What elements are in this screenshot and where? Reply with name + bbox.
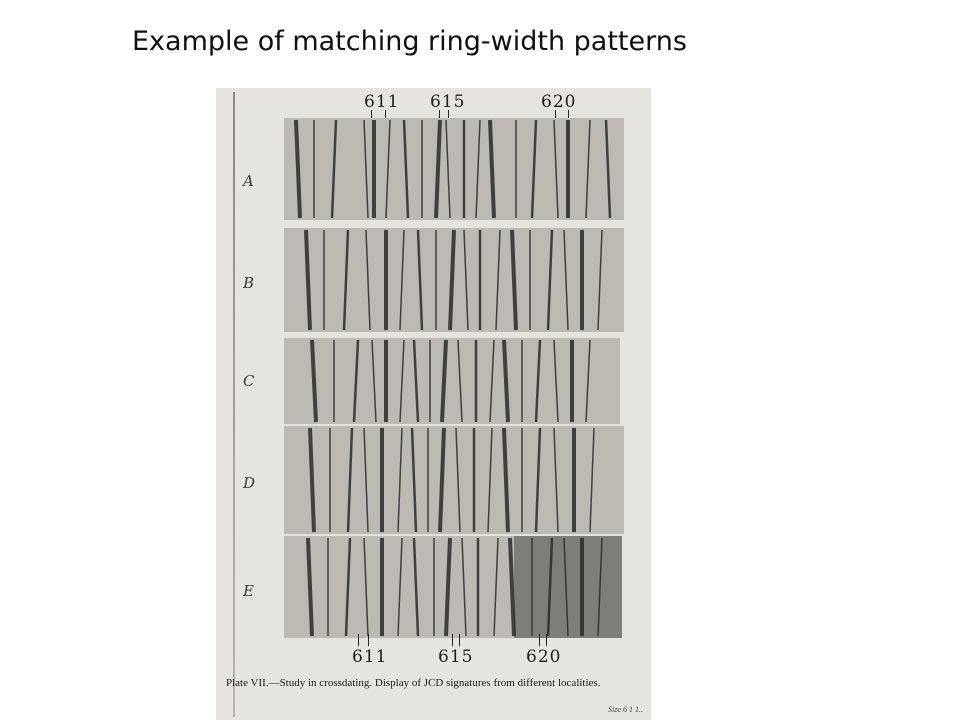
slide-title: Example of matching ring-width patterns <box>132 26 687 57</box>
top-year-620: 620 <box>541 92 577 112</box>
tree-ring-line <box>306 537 314 637</box>
bottom-tick <box>539 634 540 646</box>
bottom-tick <box>546 634 547 646</box>
top-tick <box>555 110 556 120</box>
tree-ring-line <box>448 229 456 331</box>
tree-ring-line <box>444 537 452 637</box>
tree-ring-line <box>597 229 603 331</box>
tree-ring-line <box>487 427 493 533</box>
row-label-b: B <box>243 274 255 292</box>
tree-ring-line <box>493 537 499 637</box>
tree-ring-line <box>342 229 350 331</box>
bottom-tick <box>459 634 460 646</box>
tree-ring-line <box>434 119 442 219</box>
bottom-year-615: 615 <box>438 647 474 667</box>
tree-ring-line <box>457 339 463 423</box>
tree-ring-line <box>397 537 403 637</box>
row-label-e: E <box>243 582 254 600</box>
top-tick <box>385 110 386 120</box>
tree-ring-line <box>346 427 354 533</box>
tree-ring-line <box>363 427 369 533</box>
tree-ring-line <box>502 427 510 533</box>
tree-ring-line <box>553 427 559 533</box>
bottom-tick <box>452 634 453 646</box>
tree-ring-line <box>546 229 554 331</box>
plate-edge <box>233 92 235 717</box>
tree-ring-line <box>597 537 603 637</box>
tree-ring-line <box>461 537 467 637</box>
tree-ring-line <box>508 537 516 637</box>
tree-ring-line <box>488 119 496 219</box>
tree-ring-line <box>399 339 405 423</box>
tree-ring-line <box>410 427 418 533</box>
tree-ring-line <box>308 427 316 533</box>
tree-ring-line <box>585 119 591 219</box>
signature-fragment: Size 6 1 1.. <box>608 705 643 714</box>
tree-ring-line <box>412 339 420 423</box>
tree-ring-line <box>294 119 302 219</box>
tree-ring-line <box>445 119 451 219</box>
bottom-year-611: 611 <box>352 647 388 667</box>
wood-core-panel <box>284 426 624 534</box>
tree-ring-line <box>534 339 542 423</box>
tree-ring-line <box>304 229 312 331</box>
tree-ring-line <box>553 339 559 423</box>
tree-ring-line <box>563 537 569 637</box>
tree-ring-line <box>363 119 369 219</box>
wood-core-panels <box>284 118 624 638</box>
row-label-c: C <box>243 372 255 390</box>
tree-ring-line <box>352 339 360 423</box>
tree-ring-line <box>604 119 612 219</box>
bottom-tick <box>358 634 359 646</box>
bottom-year-620: 620 <box>526 647 562 667</box>
tree-ring-line <box>416 229 424 331</box>
tree-ring-line <box>589 427 595 533</box>
crossdating-plate-image: 611 615 620 A B C D E 611 615 620 Plate … <box>216 88 651 720</box>
bottom-tick <box>368 634 369 646</box>
tree-ring-line <box>510 229 518 331</box>
tree-ring-line <box>530 119 538 219</box>
tree-ring-line <box>495 229 501 331</box>
wood-core-panel <box>284 338 620 424</box>
tree-ring-line <box>310 339 318 423</box>
row-label-a: A <box>243 172 254 190</box>
row-label-d: D <box>243 474 256 492</box>
tree-ring-line <box>440 339 448 423</box>
tree-ring-line <box>585 339 591 423</box>
tree-ring-line <box>397 427 403 533</box>
top-tick <box>448 110 449 120</box>
top-year-615: 615 <box>430 92 466 112</box>
tree-ring-line <box>412 537 420 637</box>
tree-ring-line <box>363 537 369 637</box>
tree-ring-line <box>489 339 495 423</box>
top-tick <box>371 110 372 120</box>
tree-ring-line <box>502 339 510 423</box>
tree-ring-line <box>563 229 569 331</box>
tree-ring-line <box>385 119 391 219</box>
top-tick <box>439 110 440 120</box>
tree-ring-line <box>475 119 481 219</box>
plate-caption: Plate VII.—Study in crossdating. Display… <box>226 677 601 689</box>
tree-ring-line <box>534 427 542 533</box>
top-tick <box>568 110 569 120</box>
top-year-611: 611 <box>364 92 400 112</box>
tree-ring-line <box>371 339 377 423</box>
tree-ring-line <box>463 229 469 331</box>
tree-ring-line <box>402 119 410 219</box>
tree-ring-line <box>399 229 405 331</box>
tree-ring-line <box>365 229 371 331</box>
tree-ring-line <box>455 427 461 533</box>
tree-ring-line <box>546 537 554 637</box>
tree-ring-line <box>438 427 446 533</box>
tree-ring-line <box>344 537 352 637</box>
tree-ring-line <box>553 119 559 219</box>
tree-ring-line <box>330 119 338 219</box>
